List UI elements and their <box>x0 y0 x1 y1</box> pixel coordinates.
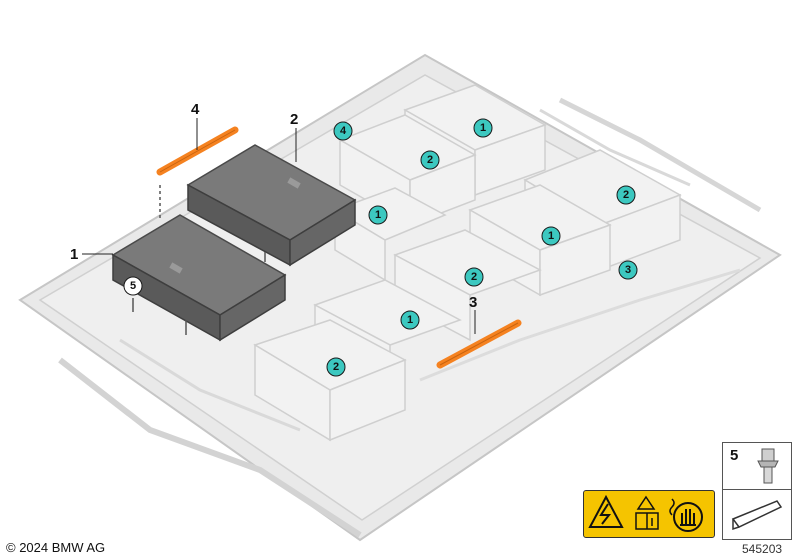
svg-text:2: 2 <box>427 154 433 166</box>
bus-bar-4 <box>156 126 239 176</box>
callout-1: 1 <box>70 246 78 263</box>
controller-lower <box>111 214 287 342</box>
no-touch-hand-icon <box>669 498 703 532</box>
controller-upper <box>186 144 357 267</box>
badge: 1 <box>368 205 388 225</box>
badge: 3 <box>618 260 638 280</box>
image-number: 545203 <box>742 542 783 556</box>
read-manual-icon <box>635 495 659 530</box>
svg-text:2: 2 <box>623 189 629 201</box>
badge: 5 <box>123 276 143 296</box>
svg-text:1: 1 <box>407 314 413 326</box>
svg-text:1: 1 <box>480 122 486 134</box>
legend-divider <box>723 489 791 490</box>
badge: 2 <box>420 150 440 170</box>
wedge-tool-icon <box>731 500 783 531</box>
leader-lines <box>82 118 476 334</box>
high-voltage-warning-label <box>583 490 715 538</box>
svg-text:5: 5 <box>130 280 136 292</box>
badge: 2 <box>464 267 484 287</box>
fasteners <box>132 185 266 335</box>
badge: 1 <box>473 118 493 138</box>
svg-text:2: 2 <box>333 361 339 373</box>
module <box>329 358 406 442</box>
legend-item-number: 5 <box>730 447 739 464</box>
parts-legend: 5 <box>722 442 792 540</box>
screw-icon <box>757 448 779 484</box>
badge: 1 <box>541 226 561 246</box>
callout-4: 4 <box>191 101 200 118</box>
svg-text:4: 4 <box>340 125 347 137</box>
svg-text:3: 3 <box>625 264 631 276</box>
badge: 2 <box>326 357 346 377</box>
badge: 2 <box>616 185 636 205</box>
svg-text:1: 1 <box>548 230 554 242</box>
callout-3: 3 <box>469 294 477 311</box>
svg-text:2: 2 <box>471 271 477 283</box>
badge: 4 <box>333 121 353 141</box>
high-voltage-warning-icon <box>588 494 624 528</box>
copyright-text: © 2024 BMW AG <box>6 540 106 555</box>
callout-2: 2 <box>290 111 298 128</box>
module <box>539 223 611 297</box>
cell-modules <box>253 84 682 442</box>
badge: 1 <box>400 310 420 330</box>
bus-bar-3 <box>436 319 522 369</box>
svg-text:1: 1 <box>375 209 381 221</box>
